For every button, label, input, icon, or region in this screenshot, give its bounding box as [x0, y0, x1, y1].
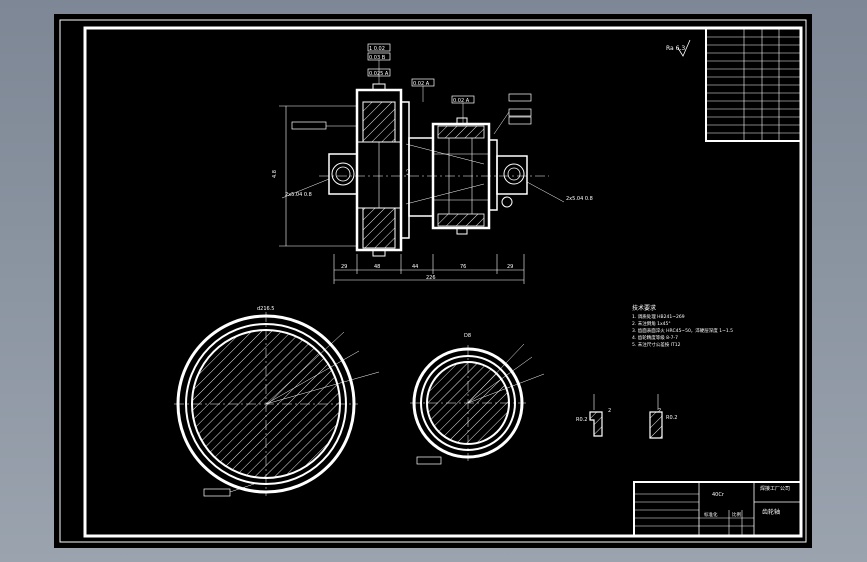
- tech-req-line: 3. 齿面表面淬火 HRC45~50，淬硬层深度 1~1.5: [632, 327, 733, 334]
- outer-frame: [59, 19, 807, 543]
- technical-requirements: 技术要求 1. 调质处理 HB241~269 2. 未注倒角 1x45° 3. …: [632, 304, 733, 348]
- dim-5: 29: [507, 264, 513, 270]
- gdt-5: 0.02 A: [453, 98, 470, 104]
- gdt-1: 1 0.02: [369, 46, 385, 52]
- small-gear-section: D8: [410, 333, 545, 465]
- tol-left: 2x5.04 0.8: [285, 192, 312, 198]
- large-diameter-label: d216.5: [257, 306, 275, 312]
- title-block: 40Cr 焊接工厂公司 齿轮轴 标准化 比例: [633, 481, 802, 537]
- cad-drawing: Ra 6.3: [59, 19, 807, 543]
- dim-4: 76: [460, 264, 466, 270]
- detail-right: R0.2 2: [649, 394, 677, 439]
- tech-req-line: 5. 未注尺寸公差按 IT12: [632, 341, 681, 348]
- detail-right-label: R0.2: [666, 415, 677, 421]
- roughness-label: Ra 6.3: [666, 45, 685, 52]
- tech-req-title: 技术要求: [632, 304, 656, 312]
- detail-right-num: 2: [658, 408, 661, 414]
- gdt-2: 0.03 B: [369, 55, 386, 61]
- material-label: 40Cr: [712, 492, 725, 498]
- parameter-table: [705, 27, 802, 142]
- detail-left: R0.2 2: [576, 394, 611, 437]
- gdt-4: 0.02 A: [413, 81, 430, 87]
- detail-left-num: 2: [608, 408, 611, 414]
- dim-3: 44: [412, 264, 418, 270]
- detail-left-label: R0.2: [576, 417, 587, 423]
- dim-left: 4.8: [272, 170, 278, 178]
- dim-center: 4.2: [406, 169, 412, 176]
- drawing-sheet: Ra 6.3: [54, 14, 812, 548]
- drawing-title: 齿轮轴: [762, 508, 780, 516]
- gdt-callouts: 1 0.02 0.03 B 0.025 A 0.02 A 0.02 A: [291, 43, 532, 135]
- small-label: 标准化: [704, 511, 718, 518]
- top-dimensions: 29 48 44 76 29 226 4.8 2x5.04 0.8 2x5.04…: [272, 105, 593, 284]
- small-diameter-label: D8: [464, 333, 471, 339]
- dim-1: 29: [341, 264, 347, 270]
- tech-req-line: 2. 未注倒角 1x45°: [632, 320, 671, 327]
- dim-2: 48: [374, 264, 380, 270]
- company-label: 焊接工厂公司: [760, 485, 790, 492]
- gear-shaft-view: [319, 83, 549, 257]
- dim-total: 226: [426, 275, 436, 281]
- tol-right: 2x5.04 0.8: [566, 196, 593, 202]
- scale-label: 比例: [732, 511, 741, 518]
- roughness-symbol: Ra 6.3: [666, 39, 691, 57]
- large-gear-section: d216.5: [174, 306, 380, 497]
- tech-req-line: 4. 齿轮精度等级 8-7-7: [632, 334, 678, 341]
- inner-frame: [83, 26, 803, 538]
- tech-req-line: 1. 调质处理 HB241~269: [632, 313, 685, 320]
